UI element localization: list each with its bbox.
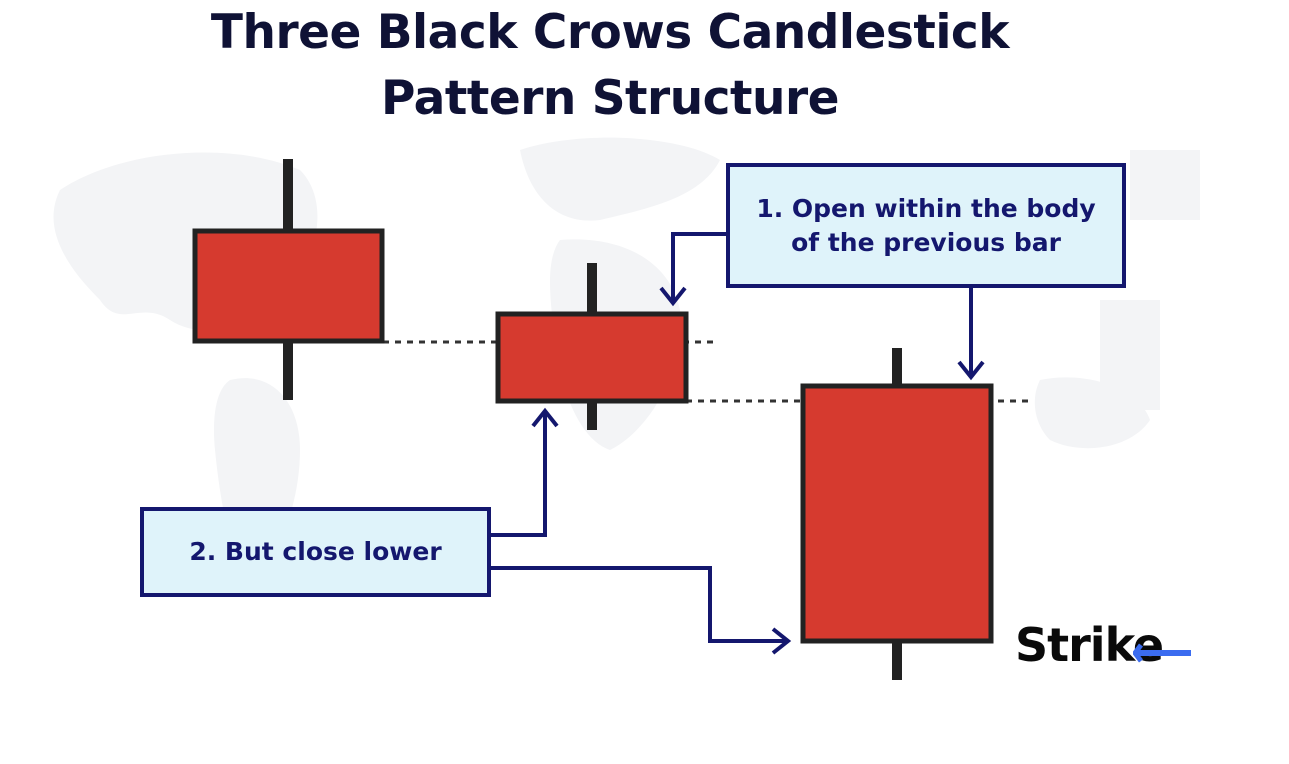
arrow-to-candle-2-open: [671, 232, 726, 302]
arrow-to-candle-2-open-head: [659, 286, 687, 307]
arrow-to-candle-2-close-head: [531, 407, 559, 428]
candle-2: [495, 263, 689, 430]
candle-3-body: [800, 383, 994, 644]
page-title: Three Black Crows Candlestick Pattern St…: [0, 0, 1220, 132]
candle-1: [192, 159, 385, 400]
candle-1-body: [192, 228, 385, 344]
callout-close-text: 2. But close lower: [189, 537, 442, 566]
logo-arrow-icon: [1133, 643, 1191, 663]
callout-open-line-2: of the previous bar: [791, 227, 1061, 257]
arrows: [491, 232, 985, 655]
arrow-to-candle-2-close: [491, 413, 547, 537]
title-line-2: Pattern Structure: [380, 71, 840, 126]
arrow-to-candle-3-open-head: [957, 360, 985, 381]
title-line-1: Three Black Crows Candlestick: [210, 5, 1010, 60]
strike-logo: Strike: [1015, 615, 1191, 675]
arrow-to-candle-3-close-head: [771, 627, 792, 655]
callout-open-within-body: 1. Open within the body of the previous …: [726, 163, 1126, 288]
callout-close-lower: 2. But close lower: [140, 507, 491, 597]
candle-3: [800, 348, 994, 680]
arrow-to-candle-3-close: [491, 566, 786, 643]
callout-open-line-1: 1. Open within the body: [756, 193, 1096, 223]
candle-2-body: [495, 311, 689, 404]
